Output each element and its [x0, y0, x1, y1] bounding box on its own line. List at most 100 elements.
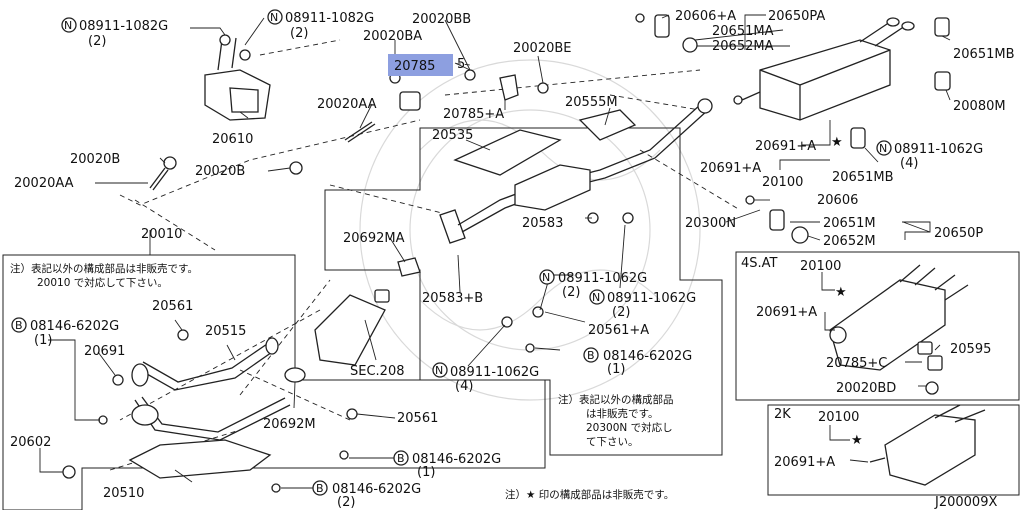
label-08911-1062g-c: 08911-1062G	[558, 271, 647, 286]
b-marker-4: B	[316, 482, 324, 495]
label-inset-4sat-20100: 20100	[800, 259, 841, 274]
label-08911-1062g-r-qty: (4)	[900, 156, 918, 171]
note-mid-line1: 注）表記以外の構成部品	[558, 393, 674, 406]
label-08146-6202g-c: 08146-6202G	[603, 349, 692, 364]
label-inset-4sat-20785c: 20785+C	[826, 356, 887, 371]
nut-08911-1062g-c	[501, 316, 513, 328]
label-20602: 20602	[10, 435, 51, 450]
label-20561-mid: 20561	[397, 411, 438, 426]
label-20691: 20691	[84, 344, 125, 359]
label-20561a: 20561+A	[588, 323, 649, 338]
label-08911-1082g-a-qty: (2)	[88, 34, 106, 49]
label-20691a-2: 20691+A	[700, 161, 761, 176]
label-20610: 20610	[212, 132, 253, 147]
assembly-outlines	[2, 127, 1020, 510]
seal-20602	[62, 465, 76, 479]
label-20020ba: 20020BA	[363, 29, 422, 44]
gasket-20692m	[284, 367, 306, 383]
label-inset-4sat: 4S.AT	[741, 256, 778, 271]
b-marker-1: B	[15, 319, 23, 332]
clamp-20561-mid	[346, 408, 358, 420]
label-08146-6202g-m: 08146-6202G	[412, 452, 501, 467]
b-marker-3: B	[397, 452, 405, 465]
label-20651mb-top: 20651MB	[953, 47, 1015, 62]
note-mid-line4: て下さい。	[586, 436, 639, 448]
label-08911-1082g-b-qty: (2)	[290, 26, 308, 41]
nut-20020be	[537, 82, 549, 94]
label-20785a: 20785+A	[443, 107, 504, 122]
label-20606a: 20606+A	[675, 9, 736, 24]
rear-muffler-20100	[741, 17, 915, 121]
n-markers	[61, 9, 892, 378]
bolt-08146-6202g-m	[339, 450, 349, 460]
label-08911-1062g-r: 08911-1062G	[894, 142, 983, 157]
label-20651m: 20651M	[823, 216, 876, 231]
note-left-line2: 20010 で対応して下さい。	[37, 276, 168, 289]
label-20692ma: 20692MA	[343, 231, 405, 246]
mount-20651ma	[654, 14, 670, 38]
note-left-line1: 注）表記以外の構成部品は非販売です。	[10, 262, 198, 275]
label-inset-4sat-20691a: 20691+A	[756, 305, 817, 320]
b-markers	[11, 317, 599, 496]
hanger-bracket-20610	[204, 34, 271, 121]
n-marker-2: N	[270, 11, 278, 24]
label-20020aa-2: 20020AA	[14, 176, 74, 191]
label-inset-2k-20100: 20100	[818, 410, 859, 425]
label-20020bb: 20020BB	[412, 12, 471, 27]
note-mid-line3: 20300N で対応し	[586, 421, 673, 434]
figure-code: J200009X	[934, 495, 997, 510]
label-20652ma: 20652MA	[712, 39, 774, 54]
bolt-20606	[745, 195, 755, 205]
bolt-08146-6202g-c	[525, 343, 535, 353]
gasket-20691	[112, 374, 124, 386]
label-08146-6202g-bottom: 08146-6202G	[332, 482, 421, 497]
label-20100: 20100	[762, 175, 803, 190]
label-20020be: 20020BE	[513, 41, 572, 56]
star-marker-main: ★	[831, 135, 843, 150]
n-marker-1: N	[64, 19, 72, 32]
clamp-20561a	[532, 306, 544, 318]
n-marker-5: N	[592, 291, 600, 304]
label-08911-1062g-e-qty: (4)	[455, 379, 473, 394]
label-20785: 20785	[394, 59, 435, 74]
inset-4sat-muffler	[829, 264, 969, 395]
label-20691a-1: 20691+A	[755, 139, 816, 154]
nut-08911-1062g-d	[622, 212, 634, 224]
dashed-guides	[109, 39, 741, 471]
label-08146-6202g-bottom-qty: (2)	[337, 495, 355, 510]
label-08146-6202g-m-qty: (1)	[417, 465, 435, 480]
label-08911-1062g-d-qty: (2)	[612, 305, 630, 320]
inset-2k-muffler	[869, 404, 986, 486]
bolt-20606a	[635, 13, 645, 23]
star-marker-2k: ★	[851, 433, 863, 448]
label-20652m: 20652M	[823, 234, 876, 249]
label-20535: 20535	[432, 128, 473, 143]
center-pipe-20300n	[439, 95, 743, 244]
bolt-20020aa	[344, 121, 376, 143]
nut-20020b-1	[163, 156, 177, 170]
gasket-20020ba	[389, 72, 421, 111]
label-20650pa: 20650PA	[768, 9, 825, 24]
mount-20651mb-top	[934, 17, 950, 37]
label-20606: 20606	[817, 193, 858, 208]
label-20510: 20510	[103, 486, 144, 501]
label-20020aa: 20020AA	[317, 97, 377, 112]
mount-20651m	[769, 209, 785, 231]
part-labels: 08911-1082G (2) 08911-1082G (2) 20020BB …	[10, 9, 1015, 510]
mount-20651mb	[850, 127, 866, 149]
n-marker-4: N	[542, 271, 550, 284]
bracket-20785a	[499, 74, 519, 101]
gasket-20692ma	[397, 257, 421, 277]
label-20080m: 20080M	[953, 99, 1006, 114]
label-sec208: SEC.208	[350, 364, 405, 379]
label-inset-4sat-20595: 20595	[950, 342, 991, 357]
label-08911-1082g-b: 08911-1082G	[285, 11, 374, 26]
label-20650p: 20650P	[934, 226, 983, 241]
label-20010: 20010	[141, 227, 182, 242]
star-marker-4sat: ★	[835, 285, 847, 300]
n-marker-3: N	[879, 142, 887, 155]
mount-20652m	[791, 226, 809, 244]
label-20692m: 20692M	[263, 417, 316, 432]
